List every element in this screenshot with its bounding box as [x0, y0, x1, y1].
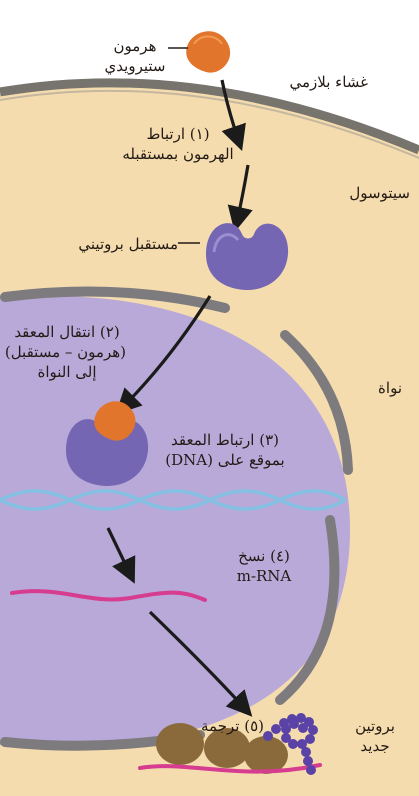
- step-2-number: (٢): [100, 323, 120, 341]
- step-3-title: (٣) ارتباط المعقد: [158, 430, 292, 450]
- hormone-label-line2: ستيرويدي: [100, 56, 170, 76]
- receptor-label: مستقبل بروتيني: [52, 234, 178, 254]
- nucleus-label: نواة: [352, 378, 402, 398]
- step-2-line1: انتقال المعقد: [14, 323, 95, 341]
- step-4-title: (٤) نسخ: [228, 546, 300, 566]
- step-5-line1: ترجمة: [201, 717, 239, 735]
- step-1-number: (١): [190, 125, 210, 143]
- new-protein-label: بروتين جديد: [340, 716, 410, 756]
- hormone-label-line1: هرمون: [100, 36, 170, 56]
- step-5-label: (٥) ترجمة: [168, 716, 264, 736]
- new-protein-line2: جديد: [340, 736, 410, 756]
- step-3-line2: بموقع على (DNA): [158, 450, 292, 470]
- step-4-line2: m-RNA: [228, 566, 300, 586]
- step-2-label: (٢) انتقال المعقد (هرمون – مستقبل) إلى ا…: [8, 322, 126, 382]
- step-2-line2: (هرمون – مستقبل): [8, 342, 126, 362]
- step-3-number: (٣): [259, 431, 279, 449]
- hormone-label: هرمون ستيرويدي: [100, 36, 170, 76]
- step-4-line1: نسخ: [238, 547, 265, 565]
- step-2-line3: إلى النواة: [8, 362, 126, 382]
- new-protein-line1: بروتين: [340, 716, 410, 736]
- plasma-membrane-label: غشاء بلازمي: [268, 72, 368, 92]
- step-5-number: (٥): [244, 717, 264, 735]
- step-1-label: (١) ارتباط الهرمون بمستقبله: [120, 124, 236, 164]
- step-2-title: (٢) انتقال المعقد: [8, 322, 126, 342]
- step-3-line1: ارتباط المعقد: [171, 431, 254, 449]
- step-3-label: (٣) ارتباط المعقد بموقع على (DNA): [158, 430, 292, 470]
- step-1-line1: ارتباط: [146, 125, 185, 143]
- step-4-number: (٤): [270, 547, 290, 565]
- step-1-title: (١) ارتباط: [120, 124, 236, 144]
- step-4-label: (٤) نسخ m-RNA: [228, 546, 300, 586]
- step-1-line2: الهرمون بمستقبله: [120, 144, 236, 164]
- cytosol-label: سيتوسول: [330, 183, 410, 203]
